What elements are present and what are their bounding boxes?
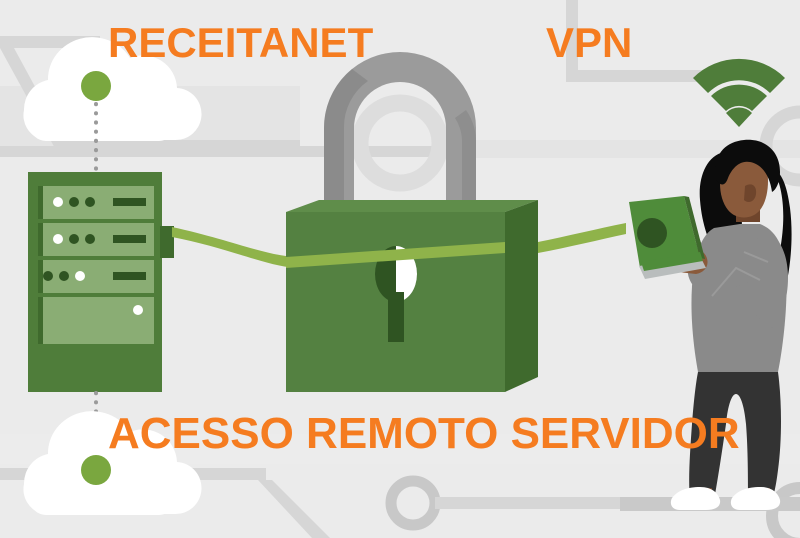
- arm-right-sleeve: [754, 228, 788, 328]
- ear: [744, 184, 757, 202]
- padlock-side-face: [505, 200, 538, 392]
- laptop: [629, 196, 706, 279]
- cable-server-to-lock: [172, 227, 300, 268]
- sleeve-seam: [711, 266, 761, 297]
- cable-across-lock: [286, 242, 505, 268]
- server-led: [69, 197, 79, 207]
- server-led: [133, 305, 143, 315]
- server-led: [53, 234, 63, 244]
- cable-lock-to-laptop: [538, 223, 626, 253]
- cloud-top: [23, 37, 202, 141]
- server-led: [85, 234, 95, 244]
- hair-front: [715, 139, 780, 192]
- server-led: [59, 271, 69, 281]
- forearm: [686, 244, 758, 284]
- shoe-left: [670, 487, 721, 510]
- server-slot: [113, 272, 146, 280]
- server-port: [160, 226, 174, 258]
- padlock-top-face: [286, 200, 538, 212]
- server-slot: [113, 198, 146, 206]
- laptop-lid-edge: [684, 196, 705, 259]
- cloud-bottom-node: [81, 455, 111, 485]
- server-led: [85, 197, 95, 207]
- background-band-midright: [460, 140, 800, 158]
- server-slot: [113, 235, 146, 243]
- server-led: [53, 197, 63, 207]
- cloud-top-node: [81, 71, 111, 101]
- shoe-right: [730, 487, 781, 510]
- label-acesso-remoto-servidor: ACESSO REMOTO SERVIDOR: [108, 409, 740, 458]
- circuit-ring-lower-right: [766, 482, 800, 538]
- cloud-bottom: [23, 411, 202, 515]
- server-led: [69, 234, 79, 244]
- server-rack: [28, 172, 174, 392]
- circuit-trace-upper-left: [0, 36, 300, 152]
- padlock-shackle: [323, 52, 477, 225]
- sleeve-seam-2: [743, 251, 769, 263]
- circuit-trace-horizontal-mid: [0, 146, 460, 157]
- label-receitanet: RECEITANET: [108, 19, 374, 66]
- server-unit-4: [38, 297, 154, 344]
- label-vpn: VPN: [546, 19, 633, 66]
- wifi-icon: [693, 58, 785, 127]
- server-led: [43, 271, 53, 281]
- server-led: [75, 271, 85, 281]
- laptop-lid-dot: [637, 218, 667, 248]
- pants: [689, 372, 781, 500]
- padlock-keyhole: [375, 246, 417, 342]
- server-unit-2: [38, 223, 154, 256]
- laptop-keyboard: [641, 252, 703, 271]
- circuit-ring-top-center: [351, 94, 449, 192]
- padlock-body: [286, 200, 538, 392]
- server-unit-3: [38, 260, 154, 293]
- server-unit-1: [38, 186, 154, 219]
